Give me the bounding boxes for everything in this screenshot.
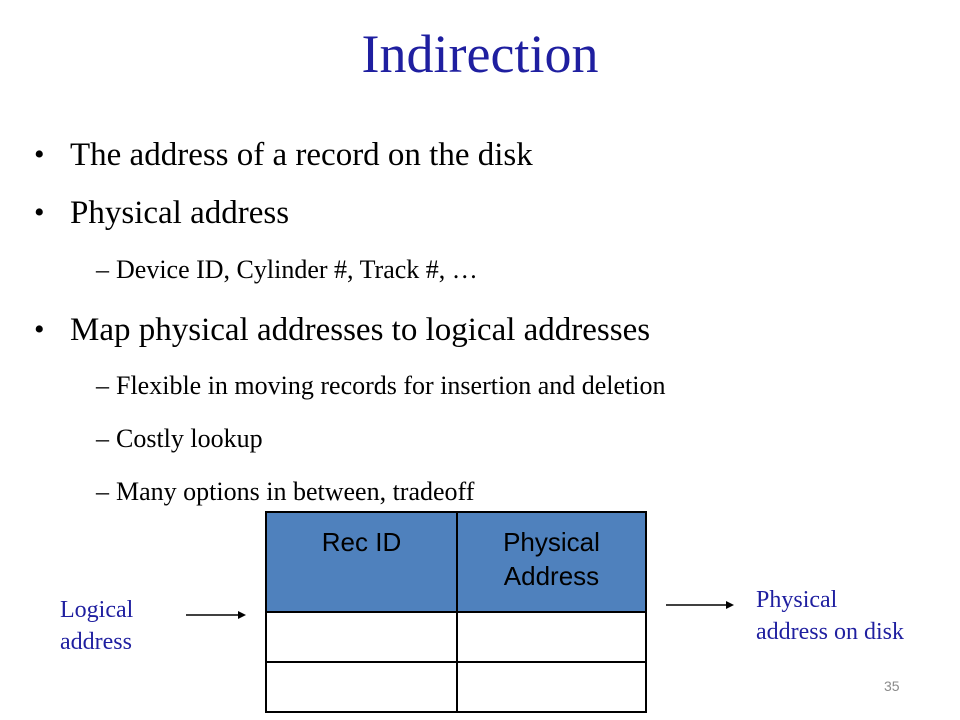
bullet-glyph: • — [34, 138, 45, 171]
table-header-rec-id: Rec ID — [265, 511, 458, 613]
table-header-row: Rec ID Physical Address — [265, 511, 647, 613]
slide-title: Indirection — [361, 24, 599, 84]
bullet-text: Physical address — [70, 195, 290, 231]
page-number: 35 — [884, 678, 900, 694]
table-cell — [265, 611, 458, 663]
mapping-table: Rec ID Physical Address — [265, 511, 647, 713]
arrow-from-table-icon — [666, 601, 734, 609]
table-header-physical-address: Physical Address — [456, 511, 647, 613]
dash-glyph: – — [96, 371, 109, 400]
sub-bullet-text: Many options in between, tradeoff — [116, 477, 475, 506]
bullet-glyph: • — [34, 313, 45, 346]
dash-glyph: – — [96, 424, 109, 453]
dash-glyph: – — [96, 255, 109, 284]
table-cell — [456, 661, 647, 713]
logical-address-label: Logical address — [60, 597, 134, 655]
sub-bullet-text: Flexible in moving records for insertion… — [116, 371, 666, 400]
arrow-to-table-icon — [186, 611, 246, 619]
bullet-glyph: • — [34, 196, 45, 229]
table-row — [265, 611, 647, 663]
dash-glyph: – — [96, 477, 109, 506]
table-cell — [265, 661, 458, 713]
table-row — [265, 661, 647, 713]
bullet-text: Map physical addresses to logical addres… — [70, 312, 651, 348]
physical-address-on-disk-label: Physical address on disk — [756, 587, 904, 645]
sub-bullet-text: Costly lookup — [116, 424, 263, 453]
table-cell — [456, 611, 647, 663]
sub-bullet-text: Device ID, Cylinder #, Track #, … — [116, 255, 478, 284]
bullet-text: The address of a record on the disk — [70, 137, 533, 173]
